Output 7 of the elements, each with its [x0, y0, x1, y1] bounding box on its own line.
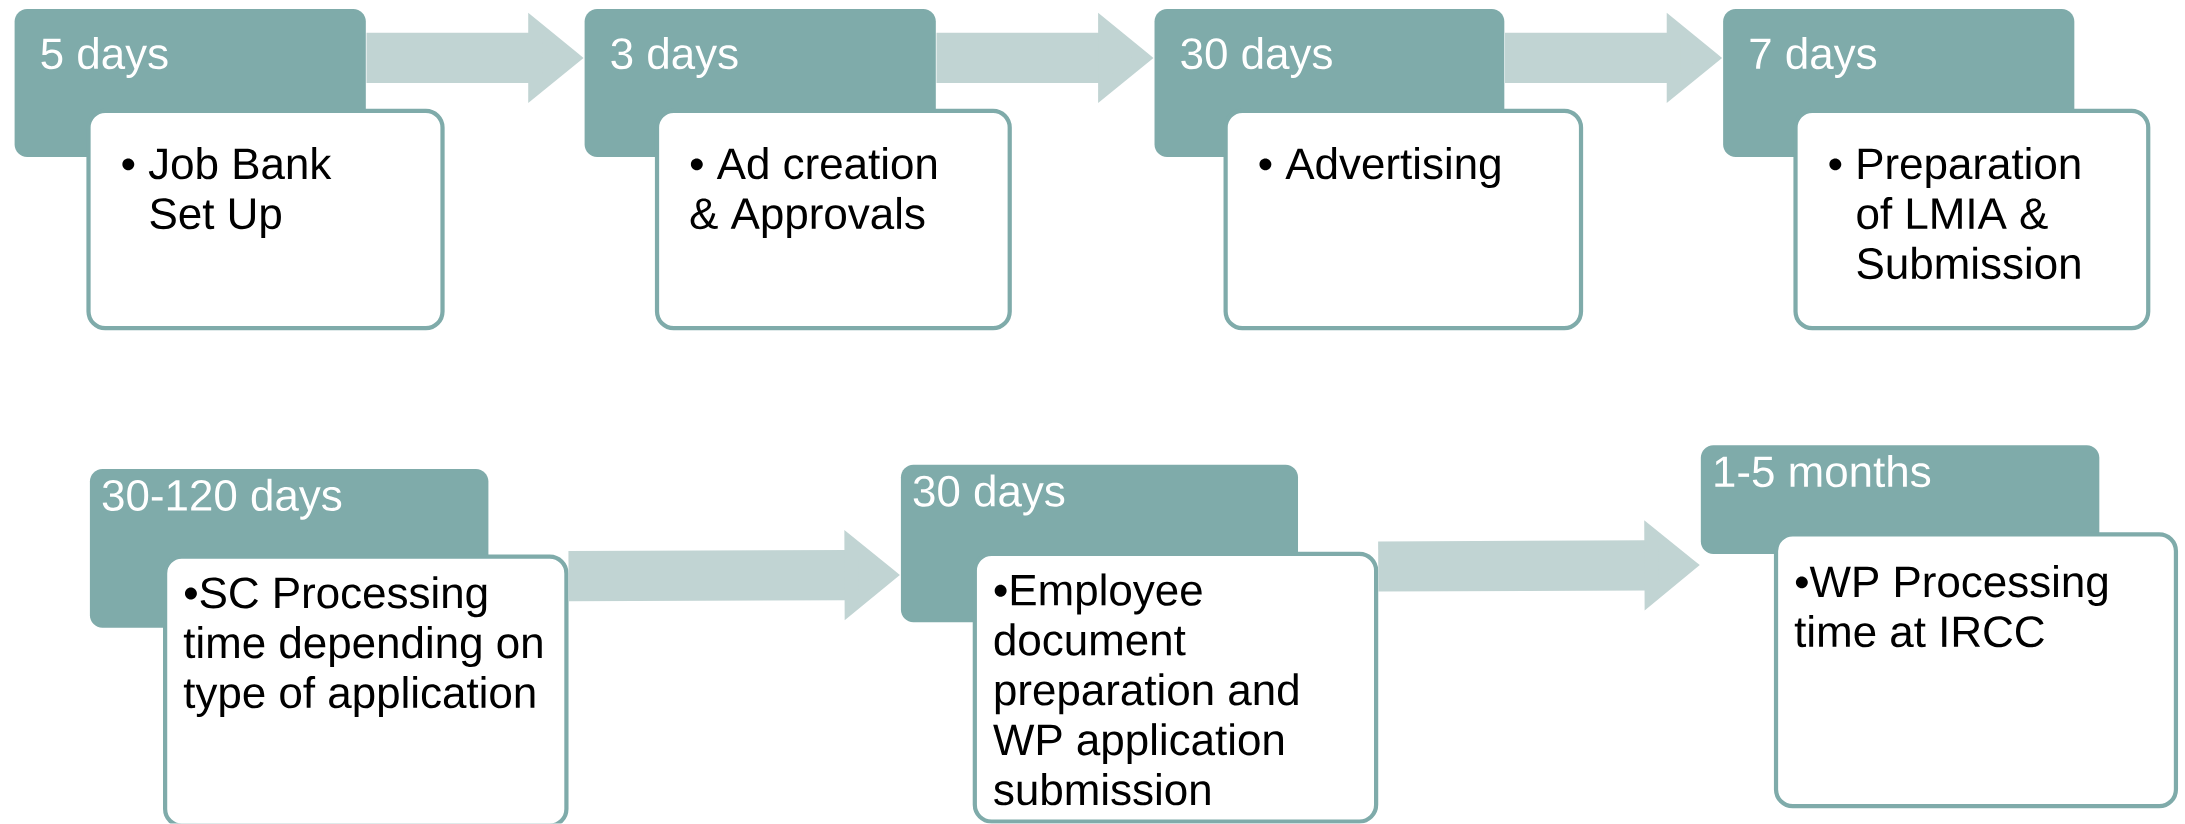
step-box: •WP Processing time at IRCC [1773, 532, 2179, 809]
step-box: • Ad creation & Approvals [654, 108, 1012, 331]
step-box: • Advertising [1223, 108, 1584, 331]
step-box: •Employee document preparation and WP application submission [972, 552, 1379, 824]
step-box: • Job Bank Set Up [86, 108, 445, 331]
step-box: • Preparation of LMIA & Submission [1793, 108, 2151, 331]
step-box: •SC Processing time depending on type of application [163, 554, 569, 824]
